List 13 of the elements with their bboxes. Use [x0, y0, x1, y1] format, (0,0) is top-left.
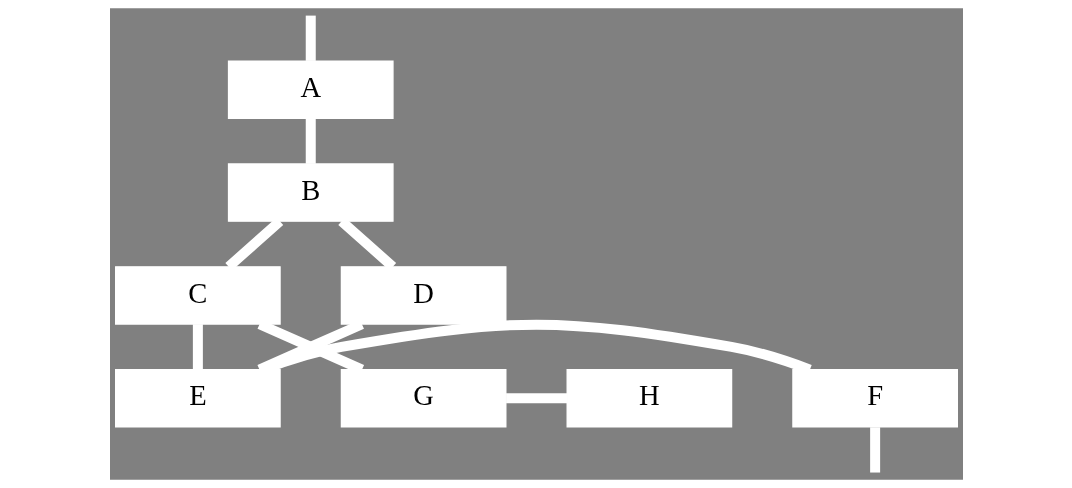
node-box: A [227, 60, 394, 119]
connector [505, 393, 567, 404]
connector [869, 427, 880, 473]
node-box: D [340, 266, 506, 325]
connector [305, 118, 316, 164]
connector [305, 15, 316, 61]
node-box: E [114, 369, 281, 428]
node-box: H [566, 369, 732, 428]
connector [192, 324, 203, 370]
node-box: F [791, 369, 958, 428]
node-box: B [227, 163, 394, 222]
node-box: G [340, 369, 506, 428]
node-box: C [114, 266, 281, 325]
